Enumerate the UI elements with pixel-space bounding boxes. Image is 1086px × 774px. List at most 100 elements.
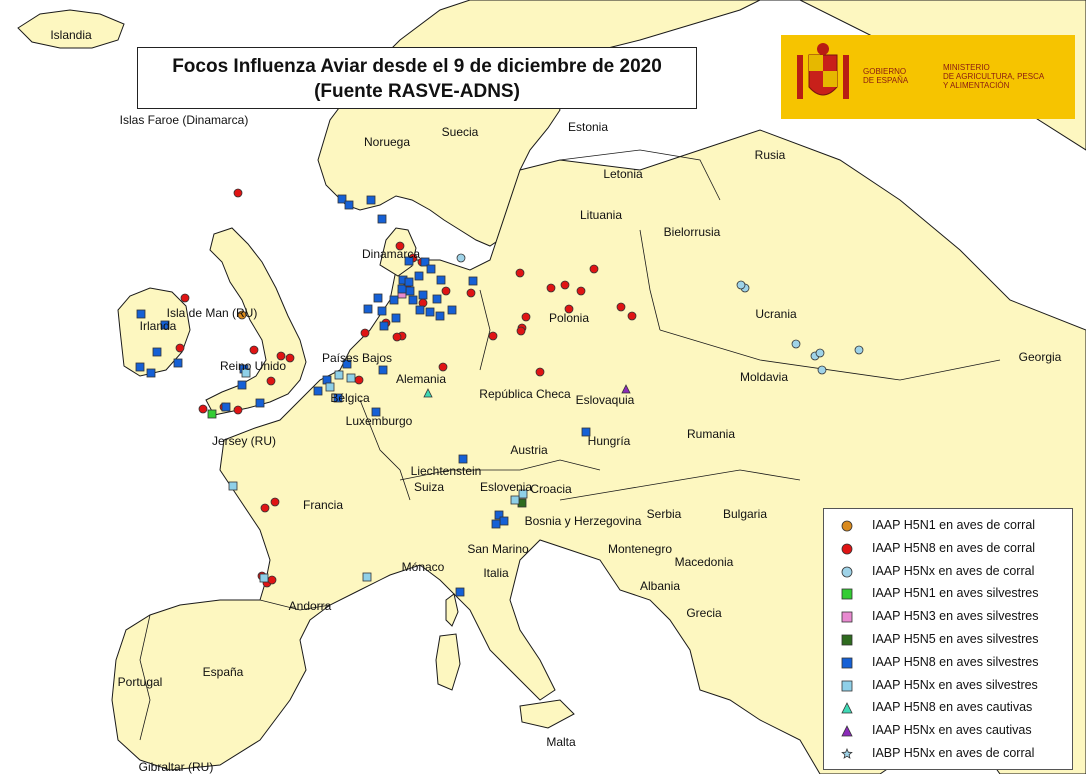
legend-symbol-square-icon <box>841 680 853 691</box>
legend-label: IAAP H5Nx en aves cautivas <box>872 723 1032 738</box>
marker-h5n8-silv <box>404 256 414 266</box>
legend-mark-h5n8-caut <box>841 702 853 714</box>
marker-h5n8-silv <box>432 294 442 304</box>
legend-symbol-triangle-icon <box>841 725 853 737</box>
country-borders <box>139 149 1001 741</box>
marker-h5n8-silv <box>378 365 388 375</box>
label-republica-checa: República Checa <box>479 387 571 401</box>
label-eslovaquia: Eslovaquia <box>575 393 635 407</box>
border-pl-by <box>639 229 661 331</box>
label-belgica: Bélgica <box>330 391 370 405</box>
border-alps <box>399 459 601 481</box>
marker-h5n8-corral <box>627 311 637 321</box>
marker-h5n8-silv <box>146 368 156 378</box>
marker-h5n8-silv <box>371 407 381 417</box>
land-iceland <box>17 9 125 49</box>
legend-mark-h5nx-silv <box>841 680 853 691</box>
land-ireland <box>117 287 191 377</box>
marker-h5n8-silv <box>313 386 323 396</box>
marker-h5nx-corral <box>456 253 466 263</box>
legend-label: IAAP H5N5 en aves silvestres <box>872 632 1039 646</box>
legend-item-iabp-corral: IABP H5Nx en aves de corral <box>824 743 1072 765</box>
label-reino-unido: Reino Unido <box>219 359 287 373</box>
markers-layer <box>135 188 864 597</box>
legend-mark-h5n5-silv <box>841 634 853 646</box>
label-rusia: Rusia <box>754 148 786 162</box>
label-georgia: Georgia <box>1018 350 1062 364</box>
legend-mark-h5nx-corral <box>841 566 853 577</box>
marker-h5n8-corral <box>392 332 402 342</box>
legend-item-h5n8-caut: IAAP H5N8 en aves cautivas <box>824 697 1072 719</box>
label-luxemburgo: Luxemburgo <box>345 414 413 428</box>
legend-mark-h5n1-corral <box>841 520 853 532</box>
marker-h5n8-silv <box>405 286 415 296</box>
marker-h5n8-silv <box>397 284 407 294</box>
marker-h5nx-silv <box>259 573 269 583</box>
marker-h5n8-corral <box>546 283 556 293</box>
marker-h5n8-silv <box>342 359 352 369</box>
label-portugal: Portugal <box>117 675 163 689</box>
marker-h5n8-silv <box>136 309 146 319</box>
marker-h5n8-silv <box>373 293 383 303</box>
label-liechtenstein: Liechtenstein <box>410 464 482 478</box>
label-austria: Austria <box>510 443 548 457</box>
legend-label: IAAP H5N1 en aves silvestres <box>872 586 1039 601</box>
marker-h5n8-silv <box>333 393 343 403</box>
marker-h5n8-corral <box>438 362 448 372</box>
legend-item-h5n1-silv: IAAP H5N1 en aves silvestres <box>824 583 1072 605</box>
marker-h5n8-silv <box>379 321 389 331</box>
marker-h5nx-corral <box>817 365 827 375</box>
marker-h5nx-silv <box>228 481 238 491</box>
marker-h5n8-silv <box>344 200 354 210</box>
government-logo: GOBIERNO DE ESPAÑA MINISTERIO DE AGRICUL… <box>781 35 1075 119</box>
marker-h5n8-corral <box>270 497 280 507</box>
logo-ministerio: MINISTERIO DE AGRICULTURA, PESCA Y ALIME… <box>943 63 1045 90</box>
marker-h5n8-corral <box>198 404 208 414</box>
marker-h5n8-corral <box>276 351 286 361</box>
border-fr-de <box>359 399 411 501</box>
label-bielorrusia: Bielorrusia <box>663 225 721 239</box>
label-albania: Albania <box>639 579 681 593</box>
label-san-marino: San Marino <box>467 542 529 556</box>
legend-symbol-circle-icon <box>841 520 853 532</box>
marker-h5n8-silv <box>337 194 347 204</box>
marker-h5n8-silv <box>436 275 446 285</box>
marker-h5n8-silv <box>491 519 501 529</box>
marker-h5n8-corral <box>266 376 276 386</box>
label-montenegro: Montenegro <box>607 542 673 556</box>
legend-mark-h5nx-caut <box>841 725 853 737</box>
marker-h5n8-silv <box>377 214 387 224</box>
label-paises-bajos: Países Bajos <box>321 351 393 365</box>
label-noruega: Noruega <box>363 135 411 149</box>
logo-gobierno: GOBIERNO DE ESPAÑA <box>863 67 909 85</box>
marker-h5n8-corral <box>233 188 243 198</box>
marker-h5n8-silv <box>494 510 504 520</box>
legend-symbol-circle-icon <box>841 566 853 577</box>
legend-symbol-square-icon <box>841 588 853 600</box>
marker-h5n8-corral <box>576 286 586 296</box>
marker-h5nx-corral <box>854 345 864 355</box>
legend-symbol-triangle-icon <box>841 702 853 714</box>
label-irlanda: Irlanda <box>139 319 177 333</box>
marker-h5n8-corral <box>516 326 526 336</box>
marker-h5n8-silv <box>420 257 430 267</box>
legend-symbol-square-icon <box>841 611 853 623</box>
marker-h5n8-corral <box>175 343 185 353</box>
legend-label: IAAP H5N8 en aves silvestres <box>872 654 1039 669</box>
marker-h5n8-silv <box>389 295 399 305</box>
marker-h5nx-silv <box>510 495 520 505</box>
marker-h5n8-corral <box>560 280 570 290</box>
marker-h5n8-silv <box>414 271 424 281</box>
border-ua <box>659 329 1001 381</box>
marker-h5nx-silv <box>334 370 344 380</box>
marker-h5n8-silv <box>435 311 445 321</box>
legend-mark-h5n8-silv <box>841 657 853 669</box>
land-great-britain <box>205 227 307 416</box>
label-malta: Malta <box>546 735 576 749</box>
legend-symbol-square-icon <box>841 657 853 669</box>
marker-h5n8-silv <box>468 276 478 286</box>
border-balkans <box>559 469 801 501</box>
